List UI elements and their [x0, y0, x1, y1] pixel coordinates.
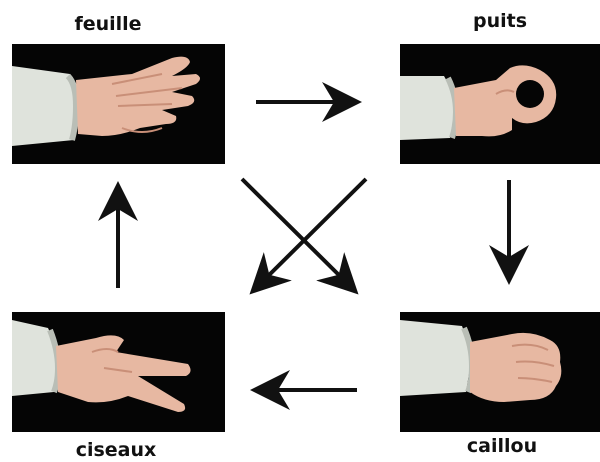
arrow-puits-to-ciseaux: [258, 179, 366, 286]
arrow-feuille-to-caillou: [242, 179, 350, 286]
